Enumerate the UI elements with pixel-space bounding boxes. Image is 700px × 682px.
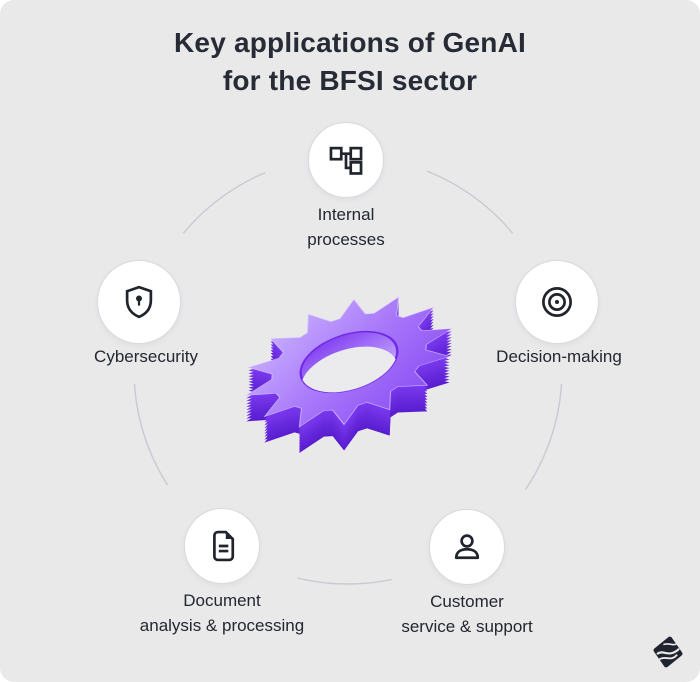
label-line: processes	[307, 229, 385, 249]
internal-processes-node	[308, 122, 384, 198]
label-line: Decision-making	[496, 347, 622, 366]
target-icon	[542, 287, 572, 317]
title-line-2: for the BFSI sector	[222, 65, 478, 96]
shield-lock-icon	[125, 285, 153, 319]
cybersecurity-node	[97, 260, 181, 344]
document-analysis-label: Document analysis & processing	[140, 589, 304, 638]
label-line: Document	[183, 591, 261, 610]
label-line: service & support	[401, 616, 533, 636]
layered-diamond-logo-icon	[653, 636, 683, 668]
person-icon	[454, 534, 480, 560]
decision-making-label: Decision-making	[496, 345, 622, 370]
title-line-1: Key applications of GenAI	[174, 27, 526, 58]
document-icon	[213, 530, 235, 562]
label-line: Internal	[317, 205, 375, 224]
customer-service-label: Customer service & support	[401, 590, 532, 639]
cybersecurity-label: Cybersecurity	[94, 345, 198, 370]
genai-gear-graphic	[227, 273, 471, 477]
flowchart-icon	[329, 146, 363, 175]
internal-processes-label: Internal processes	[307, 203, 384, 252]
customer-service-node	[429, 509, 505, 585]
decision-making-node	[515, 260, 599, 344]
label-line: Cybersecurity	[94, 347, 198, 366]
page-title: Key applications of GenAI for the BFSI s…	[0, 24, 700, 100]
document-analysis-node	[184, 508, 260, 584]
label-line: analysis & processing	[139, 615, 305, 635]
label-line: Customer	[430, 592, 504, 611]
